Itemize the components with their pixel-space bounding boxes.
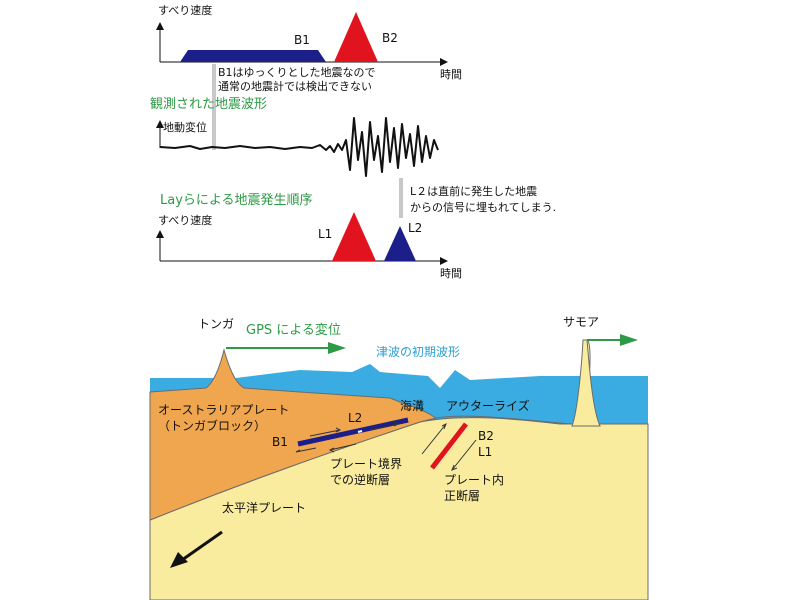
seismogram-axis-arrow xyxy=(156,120,164,128)
b1-note-line2: 通常の地震計では検出できない xyxy=(218,79,372,93)
bottom-slip-label: すべり速度 xyxy=(158,213,212,227)
l2-time-guide xyxy=(399,178,403,218)
top-panel: すべり速度 B1 B2 時間 B1はゆっくりとした地震なので 通常の地震計では検… xyxy=(156,3,462,93)
gps-displacement-label: GPS による変位 xyxy=(246,322,341,338)
l2-label: L2 xyxy=(408,221,422,235)
intraplate-fault-label-line1: プレート内 xyxy=(444,473,504,487)
cross-l1-label: L1 xyxy=(478,445,492,459)
cross-l2-label: L2 xyxy=(348,411,362,425)
interplate-fault-label-line2: での逆断層 xyxy=(330,472,390,487)
tsunami-waveform-label: 津波の初期波形 xyxy=(376,345,460,359)
top-slip-arrow xyxy=(156,22,164,30)
fault-segment-break xyxy=(357,430,363,433)
trench-label: 海溝 xyxy=(400,398,424,413)
top-slip-label: すべり速度 xyxy=(158,3,212,17)
interplate-fault-label-line1: プレート境界 xyxy=(330,456,402,471)
tonga-gps-arrowhead xyxy=(328,342,346,354)
l1-slip-shape xyxy=(332,212,376,261)
australia-plate-label: オーストラリアプレート xyxy=(158,403,289,417)
cross-b1-label: B1 xyxy=(272,435,288,449)
lay-order-title: Layらによる地震発生順序 xyxy=(160,193,313,208)
samoa-gps-arrowhead xyxy=(620,334,638,346)
seismogram-title: 観測された地震波形 xyxy=(150,97,267,112)
l2-note-line1: L２は直前に発生した地震 xyxy=(410,184,537,198)
intraplate-slip-arrows xyxy=(421,422,477,471)
bottom-time-label: 時間 xyxy=(440,267,462,280)
bottom-time-arrow xyxy=(440,257,448,265)
pacific-motion-line xyxy=(181,530,223,562)
tonga-block-label: （トンガブロック） xyxy=(158,418,266,433)
outer-rise-seafloor xyxy=(435,415,573,425)
b2-fast-slip-shape xyxy=(334,12,378,62)
pacific-motion-arrowhead xyxy=(170,552,188,568)
intraplate-fault-label-line2: 正断層 xyxy=(444,488,480,503)
seismogram-ylabel: 地動変位 xyxy=(163,120,207,134)
l2-slip-shape xyxy=(384,226,416,261)
b2-label: B2 xyxy=(382,31,398,45)
samoa-label: サモア xyxy=(563,315,599,329)
tonga-label: トンガ xyxy=(198,317,234,331)
b1-note-line1: B1はゆっくりとした地震なので xyxy=(218,66,376,79)
interplate-slip-arrows xyxy=(295,421,400,453)
australia-plate xyxy=(149,348,438,521)
seismogram-panel: 観測された地震波形 地動変位 xyxy=(150,97,439,177)
cross-section: トンガ サモア GPS による変位 津波の初期波形 海溝 アウターライズ オース… xyxy=(149,315,649,600)
bottom-slip-arrow xyxy=(156,230,164,238)
lay-order-panel: Layらによる地震発生順序 すべり速度 L1 L2 時間 L２は直前に発生した地… xyxy=(156,184,556,280)
interplate-thrust-fault xyxy=(297,417,409,447)
top-time-label: 時間 xyxy=(440,68,462,81)
b1-time-guide xyxy=(212,64,216,150)
l2-note-line2: からの信号に埋もれてしまう. xyxy=(410,201,556,214)
b1-label: B1 xyxy=(294,33,310,47)
top-time-arrow xyxy=(440,58,448,66)
pacific-plate-label: 太平洋プレート xyxy=(222,500,306,515)
b1-slow-slip-shape xyxy=(180,50,326,62)
l1-label: L1 xyxy=(318,227,332,241)
seismogram-trace xyxy=(159,117,439,177)
outer-rise-label: アウターライズ xyxy=(446,398,530,413)
cross-b2-label: B2 xyxy=(478,429,494,443)
intraplate-normal-fault xyxy=(430,422,468,470)
